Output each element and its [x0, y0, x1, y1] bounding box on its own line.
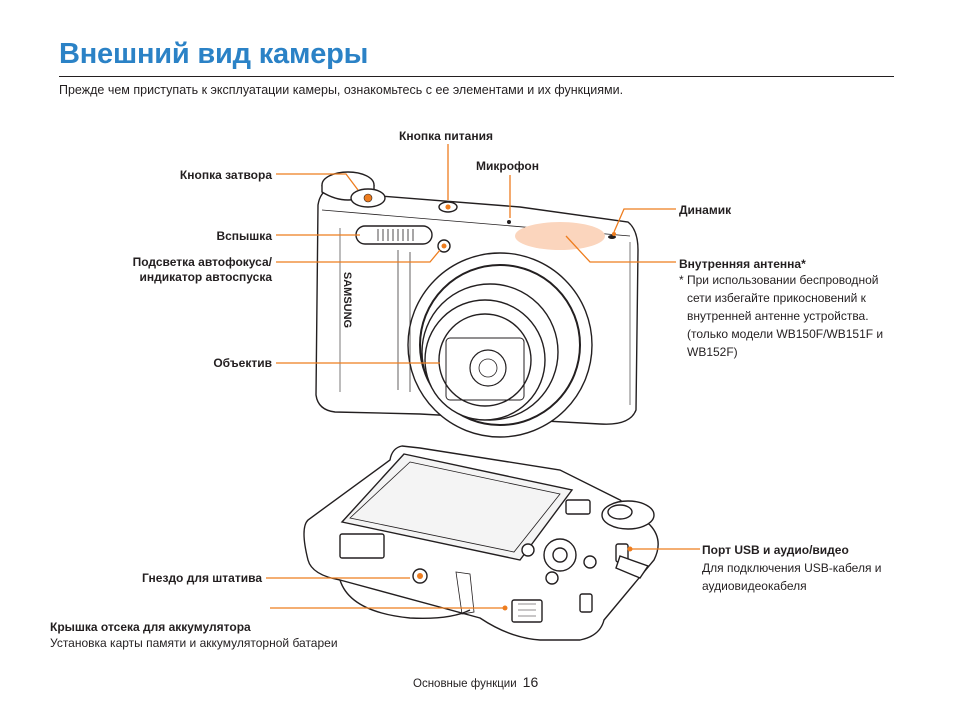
label-antenna: Внутренняя антенна*	[679, 257, 806, 271]
label-af-lamp-line2: индикатор автоспуска	[139, 270, 272, 284]
antenna-note-line1: * При использовании беспроводной	[679, 273, 879, 287]
title-divider	[59, 76, 894, 77]
page-number: 16	[522, 674, 539, 690]
usb-port-desc-line2: аудиовидеокабеля	[702, 579, 807, 593]
label-lens: Объектив	[213, 356, 272, 370]
label-af-lamp: Подсветка автофокуса/ индикатор автоспус…	[133, 255, 272, 285]
label-microphone: Микрофон	[476, 159, 539, 173]
usb-port-desc: Для подключения USB-кабеля и аудиовидеок…	[702, 559, 882, 595]
callout-dots	[365, 195, 633, 611]
brand-logo: SAMSUNG	[341, 272, 353, 328]
page-footer: Основные функции 16	[413, 674, 538, 690]
label-battery-cover: Крышка отсека для аккумулятора	[50, 620, 251, 634]
antenna-note: * При использовании беспроводной сети из…	[679, 271, 883, 361]
camera-front-illustration	[315, 171, 639, 438]
label-usb-port: Порт USB и аудио/видео	[702, 543, 849, 557]
label-speaker: Динамик	[679, 203, 732, 217]
battery-cover-desc: Установка карты памяти и аккумуляторной …	[50, 636, 338, 650]
label-af-lamp-line1: Подсветка автофокуса/	[132, 255, 272, 269]
camera-bottom-illustration	[303, 445, 659, 641]
callout-lines	[266, 144, 700, 609]
antenna-note-line3: внутренней антенне устройства.	[687, 309, 869, 323]
usb-port-desc-line1: Для подключения USB-кабеля и	[702, 561, 882, 575]
intro-text: Прежде чем приступать к эксплуатации кам…	[59, 83, 624, 97]
footer-section: Основные функции	[413, 678, 517, 690]
antenna-highlight	[515, 222, 605, 250]
label-tripod-mount: Гнездо для штатива	[142, 571, 262, 585]
antenna-note-line5: WB152F)	[687, 345, 738, 359]
antenna-note-line2: сети избегайте прикосновений к	[687, 291, 866, 305]
label-shutter-button: Кнопка затвора	[179, 168, 272, 182]
page-title: Внешний вид камеры	[59, 38, 369, 70]
label-power-button: Кнопка питания	[399, 129, 493, 143]
label-flash: Вспышка	[216, 229, 272, 243]
antenna-note-line4: (только модели WB150F/WB151F и	[687, 327, 884, 341]
